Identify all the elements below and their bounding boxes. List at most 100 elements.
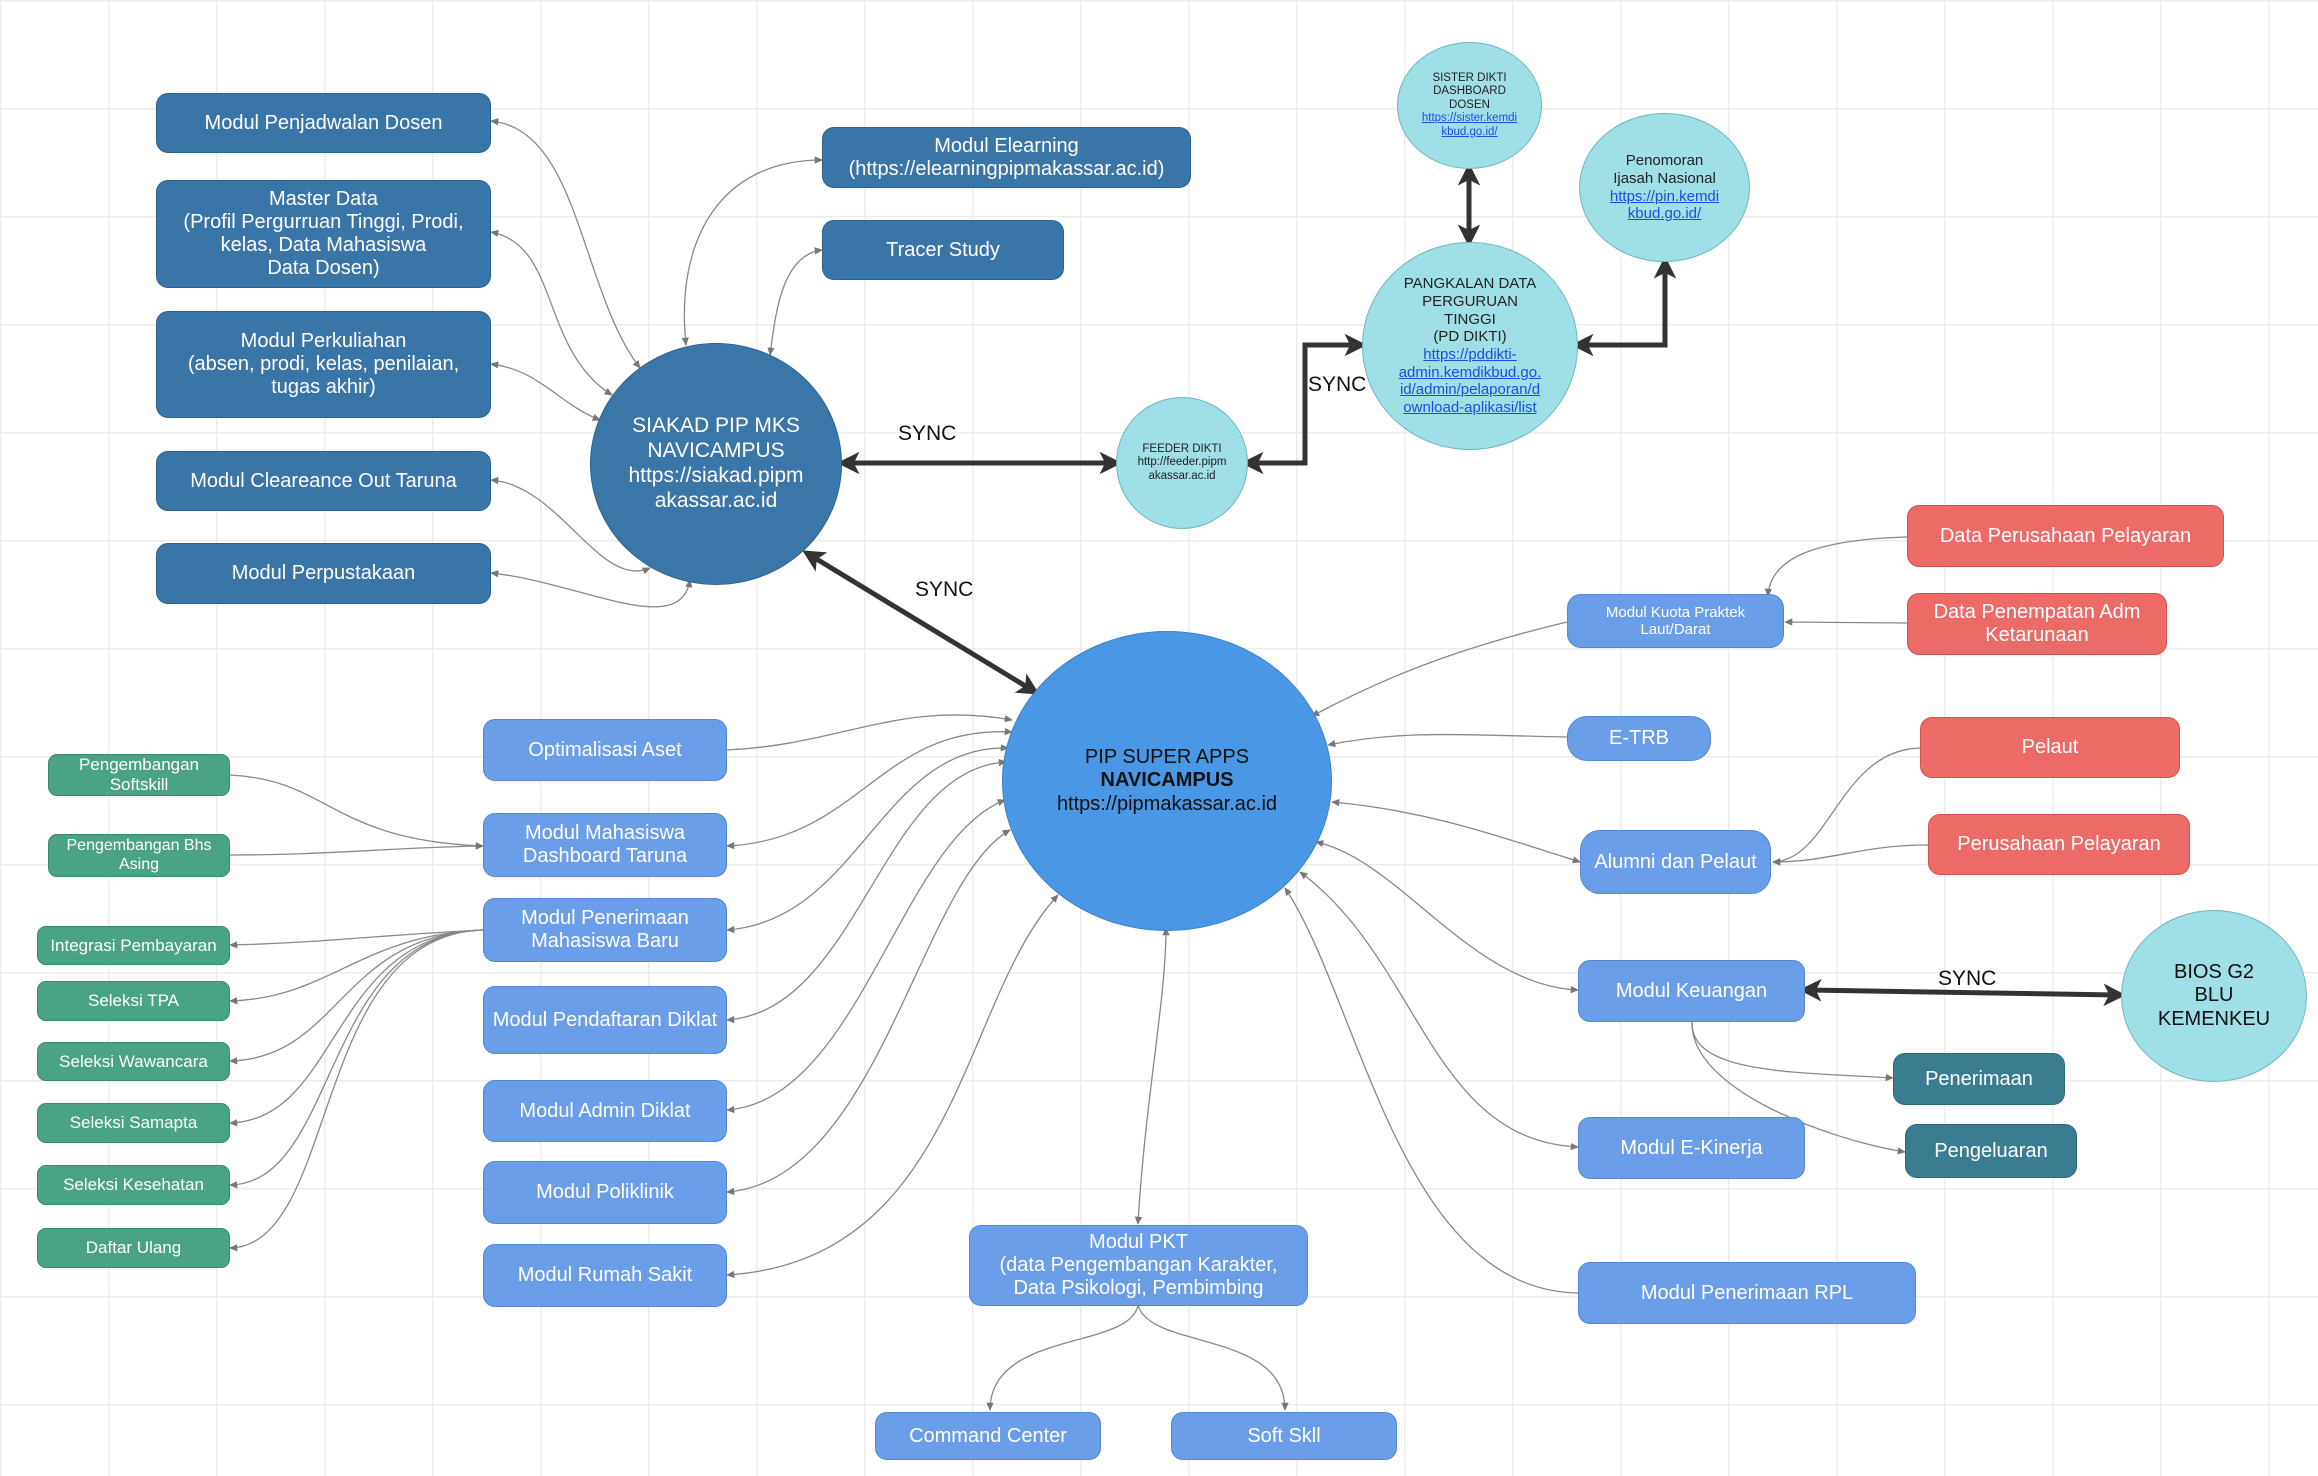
- siakad-url-1: https://siakad.pipm: [628, 464, 804, 487]
- modul-perkuliahan[interactable]: Modul Perkuliahan (absen, prodi, kelas, …: [156, 311, 491, 418]
- connector-keuangan-super: [1315, 839, 1579, 994]
- feeder-dikti-node[interactable]: FEEDER DIKTI http://feeder.pipm akassar.…: [1116, 397, 1248, 529]
- connector-pkt-softskill: [1137, 1304, 1289, 1411]
- sync-label-siakad-feeder: SYNC: [898, 422, 957, 445]
- connector-rpl-super: [1284, 887, 1579, 1294]
- feeder-title: FEEDER DIKTI: [1142, 442, 1222, 455]
- sync-label-siakad-super: SYNC: [915, 578, 974, 601]
- connector-penerimaan-samapta: [229, 929, 484, 1127]
- connector-penerimaan-integrasi: [229, 929, 484, 949]
- connector-kuota-super: [1311, 621, 1568, 717]
- connector-aset-super: [726, 714, 1013, 751]
- feeder-url-1: http://feeder.pipm: [1137, 456, 1227, 469]
- data-penempatan-adm[interactable]: Data Penempatan Adm Ketarunaan: [1907, 593, 2167, 655]
- connector-pkt-command: [986, 1304, 1139, 1411]
- connector-rs-super: [726, 894, 1059, 1279]
- modul-poliklinik[interactable]: Modul Poliklinik: [483, 1161, 727, 1224]
- siakad-subtitle: NAVICAMPUS: [647, 439, 785, 463]
- connector-perusahaan-alumni: [1772, 844, 1929, 866]
- modul-pkt[interactable]: Modul PKT (data Pengembangan Karakter, D…: [969, 1225, 1308, 1306]
- seleksi-kesehatan[interactable]: Seleksi Kesehatan: [37, 1165, 230, 1205]
- ijasah-link[interactable]: https://pin.kemdi kbud.go.id/: [1609, 187, 1720, 223]
- pip-super-apps-node[interactable]: PIP SUPER APPS NAVICAMPUS https://pipmak…: [1002, 631, 1332, 931]
- sync-arrow-keuangan-bios: [1799, 978, 2126, 1007]
- sync-label-feeder-pddikti: SYNC: [1308, 373, 1367, 396]
- penomoran-ijasah-node[interactable]: Penomoran Ijasah Nasional https://pin.ke…: [1579, 113, 1750, 262]
- modul-clearance-out-taruna[interactable]: Modul Cleareance Out Taruna: [156, 451, 491, 511]
- optimalisasi-aset[interactable]: Optimalisasi Aset: [483, 719, 727, 781]
- connector-penerimaan-kesehatan: [229, 929, 484, 1189]
- master-data[interactable]: Master Data (Profil Pergurruan Tinggi, P…: [156, 180, 491, 288]
- tracer-study[interactable]: Tracer Study: [822, 220, 1064, 280]
- connector-pelaut-alumni: [1772, 747, 1921, 866]
- connector-penjadwalan-siakad: [490, 118, 641, 369]
- siakad-title: SIAKAD PIP MKS: [632, 414, 800, 438]
- connector-elearning-siakad: [681, 156, 823, 346]
- connector-admin-diklat-super: [726, 799, 1006, 1114]
- modul-penerimaan-mahasiswa-baru[interactable]: Modul Penerimaan Mahasiswa Baru: [483, 898, 727, 962]
- daftar-ulang[interactable]: Daftar Ulang: [37, 1228, 230, 1268]
- pddikti-node[interactable]: PANGKALAN DATA PERGURUAN TINGGI (PD DIKT…: [1362, 242, 1578, 450]
- modul-admin-diklat[interactable]: Modul Admin Diklat: [483, 1080, 727, 1142]
- connector-poliklinik-super: [726, 829, 1011, 1196]
- pengembangan-bhs-asing[interactable]: Pengembangan Bhs Asing: [48, 834, 230, 877]
- bios-g2-blu-node[interactable]: BIOS G2 BLU KEMENKEU: [2121, 910, 2307, 1082]
- sync-arrow-siakad-super: [802, 550, 1040, 695]
- connector-mahasiswa-super: [726, 727, 1013, 850]
- ijasah-title: Penomoran Ijasah Nasional: [1613, 152, 1716, 187]
- command-center[interactable]: Command Center: [875, 1412, 1101, 1460]
- connector-penerimaan-tpa: [229, 929, 484, 1005]
- connector-penerimaan-wawancara: [229, 929, 484, 1065]
- data-perusahaan-pelayaran[interactable]: Data Perusahaan Pelayaran: [1907, 505, 2224, 567]
- sync-arrow-feeder-pddikti: [1241, 333, 1367, 475]
- connector-alumni-super: [1331, 799, 1581, 864]
- sync-arrow-pddikti-ijasah: [1571, 256, 1677, 357]
- modul-elearning[interactable]: Modul Elearning (https://elearningpipmak…: [822, 127, 1191, 188]
- connector-bhs-mahasiswa: [229, 842, 484, 856]
- penerimaan[interactable]: Penerimaan: [1893, 1053, 2065, 1105]
- alumni-dan-pelaut[interactable]: Alumni dan Pelaut: [1580, 830, 1771, 894]
- connector-keuangan-penerimaan: [1691, 1021, 1894, 1082]
- modul-penerimaan-rpl[interactable]: Modul Penerimaan RPL: [1578, 1262, 1916, 1324]
- pengembangan-softskill[interactable]: Pengembangan Softskill: [48, 754, 230, 796]
- modul-penjadwalan-dosen[interactable]: Modul Penjadwalan Dosen: [156, 93, 491, 153]
- modul-e-kinerja[interactable]: Modul E-Kinerja: [1578, 1117, 1805, 1179]
- connector-etrb-super: [1327, 733, 1568, 748]
- sister-title: SISTER DIKTI DASHBOARD DOSEN: [1432, 71, 1507, 111]
- connector-penerimaan-daftar-ulang: [229, 929, 484, 1252]
- connector-data-penempatan-kuota: [1784, 618, 1908, 626]
- connector-perkuliahan-siakad: [490, 361, 601, 421]
- modul-rumah-sakit[interactable]: Modul Rumah Sakit: [483, 1244, 727, 1307]
- connector-keuangan-pengeluaran: [1691, 1021, 1906, 1155]
- connector-penerimaan-super: [726, 744, 1009, 934]
- siakad-pip-mks-node[interactable]: SIAKAD PIP MKS NAVICAMPUS https://siakad…: [590, 343, 842, 585]
- seleksi-tpa[interactable]: Seleksi TPA: [37, 981, 230, 1021]
- modul-kuota-praktek[interactable]: Modul Kuota Praktek Laut/Darat: [1567, 594, 1784, 648]
- siakad-url-2: akassar.ac.id: [654, 488, 778, 512]
- perusahaan-pelayaran[interactable]: Perusahaan Pelayaran: [1928, 814, 2190, 875]
- soft-skill[interactable]: Soft Skll: [1171, 1412, 1397, 1460]
- super-app-url: https://pipmakassar.ac.id: [1056, 792, 1278, 815]
- e-trb[interactable]: E-TRB: [1567, 716, 1711, 761]
- pengeluaran[interactable]: Pengeluaran: [1905, 1124, 2077, 1178]
- pelaut[interactable]: Pelaut: [1920, 717, 2180, 778]
- pddikti-link[interactable]: https://pddikti- admin.kemdikbud.go. id/…: [1398, 346, 1542, 417]
- connector-perpustakaan-siakad: [490, 570, 693, 608]
- connector-data-perusahaan-kuota: [1764, 536, 1908, 597]
- modul-perpustakaan[interactable]: Modul Perpustakaan: [156, 543, 491, 604]
- super-app-subtitle: NAVICAMPUS: [1100, 769, 1234, 792]
- pddikti-title: PANGKALAN DATA PERGURUAN TINGGI (PD DIKT…: [1403, 275, 1537, 346]
- sync-label-keuangan-bios: SYNC: [1938, 967, 1997, 990]
- modul-keuangan[interactable]: Modul Keuangan: [1578, 960, 1805, 1022]
- connector-pkt-super: [1134, 927, 1170, 1225]
- modul-mahasiswa[interactable]: Modul Mahasiswa Dashboard Taruna: [483, 813, 727, 877]
- feeder-url-2: akassar.ac.id: [1148, 469, 1216, 482]
- sister-dikti-node[interactable]: SISTER DIKTI DASHBOARD DOSEN https://sis…: [1397, 42, 1542, 169]
- connector-tracer-siakad: [767, 247, 823, 356]
- seleksi-wawancara[interactable]: Seleksi Wawancara: [37, 1042, 230, 1081]
- integrasi-pembayaran[interactable]: Integrasi Pembayaran: [37, 926, 230, 965]
- sister-link[interactable]: https://sister.kemdi kbud.go.id/: [1421, 112, 1518, 138]
- modul-pendaftaran-diklat[interactable]: Modul Pendaftaran Diklat: [483, 986, 727, 1054]
- seleksi-samapta[interactable]: Seleksi Samapta: [37, 1103, 230, 1143]
